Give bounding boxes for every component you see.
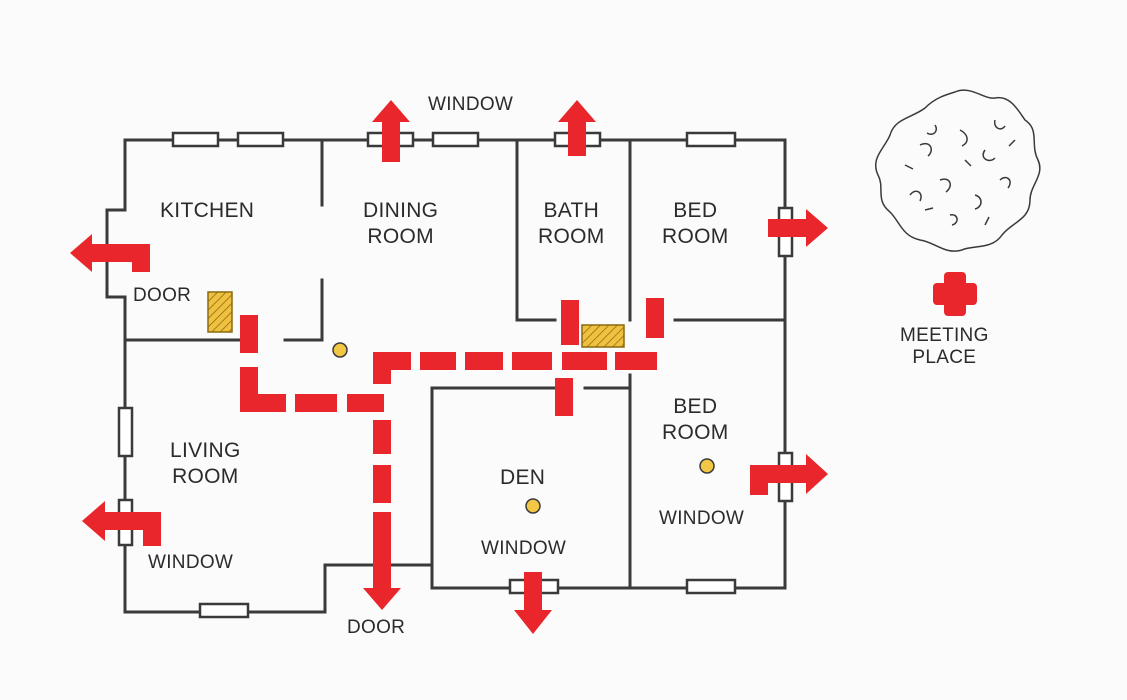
room-label-dining-line2: ROOM (367, 225, 434, 248)
room-label-living: LIVING ROOM (170, 438, 241, 490)
room-label-kitchen: KITCHEN (160, 198, 254, 224)
label-window-den: WINDOW (481, 538, 567, 559)
room-label-den-line1: DEN (500, 466, 546, 489)
smoke-detectors (332, 342, 715, 514)
exit-arrow-bath-window (558, 100, 596, 156)
room-label-dining-line1: DINING (363, 199, 439, 222)
room-label-bath-line2: ROOM (538, 225, 605, 248)
windows (117, 131, 794, 619)
kitchen-stove-hatch (207, 291, 233, 333)
exit-arrow-front-door (363, 550, 401, 610)
room-label-bath-line1: BATH (543, 199, 600, 222)
room-label-kitchen-line1: KITCHEN (160, 199, 255, 222)
escape-route (240, 298, 664, 550)
exit-arrow-dining-window (372, 100, 410, 162)
exit-arrow-bedroom2-window (750, 454, 828, 495)
legend-meeting-place: MEETING PLACE (900, 325, 989, 369)
smoke-detector-bedroom2 (699, 458, 715, 474)
room-label-bedroom1-line2: ROOM (662, 225, 729, 248)
label-door-left: DOOR (133, 285, 192, 306)
label-window-bedroom2: WINDOW (659, 508, 745, 529)
room-label-bedroom2: BED ROOM (662, 394, 729, 446)
label-door-bottom: DOOR (347, 617, 406, 638)
room-label-den: DEN (500, 465, 545, 491)
label-window-living: WINDOW (148, 552, 234, 573)
label-window-top: WINDOW (428, 94, 514, 115)
exit-arrows (70, 100, 828, 634)
room-label-living-line2: ROOM (172, 465, 239, 488)
smoke-detector-hall (332, 342, 348, 358)
legend-meeting-place-line2: PLACE (912, 347, 977, 368)
meeting-place-marker (933, 272, 977, 316)
tree-icon (875, 89, 1041, 252)
hall-hatch-box (581, 324, 625, 348)
room-label-living-line1: LIVING (170, 439, 241, 462)
room-label-bath: BATH ROOM (538, 198, 605, 250)
legend-meeting-place-line1: MEETING (900, 325, 989, 346)
exit-arrow-living-window (82, 501, 161, 546)
exit-arrow-den-window (514, 572, 552, 634)
smoke-detector-den (525, 498, 541, 514)
exit-arrow-bedroom1-window (768, 209, 828, 247)
exit-arrow-kitchen-door (70, 234, 150, 272)
room-label-bedroom1: BED ROOM (662, 198, 729, 250)
room-label-bedroom1-line1: BED (673, 199, 718, 222)
room-label-bedroom2-line2: ROOM (662, 421, 729, 444)
room-label-dining: DINING ROOM (363, 198, 438, 250)
room-label-bedroom2-line1: BED (673, 395, 718, 418)
